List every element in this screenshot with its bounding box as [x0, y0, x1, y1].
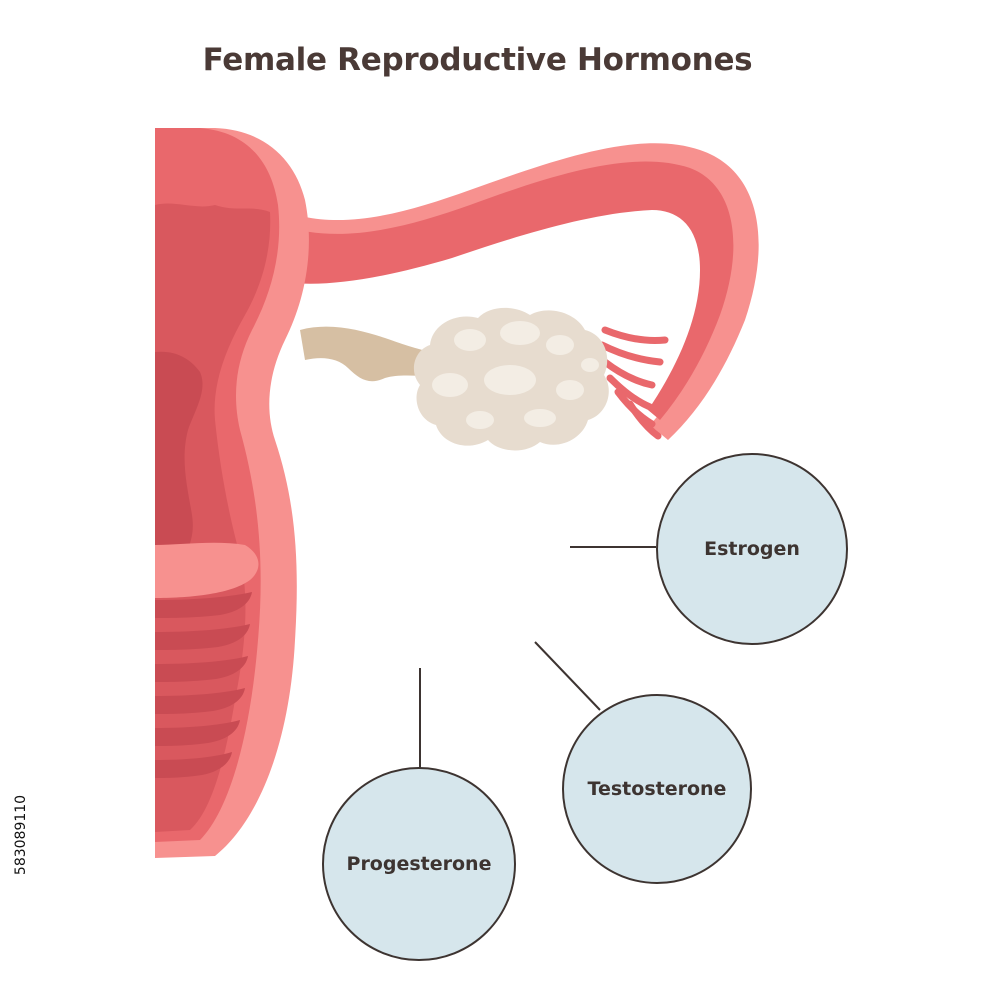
uterine-cavity: [155, 351, 203, 572]
testosterone-connector: [534, 641, 601, 711]
vaginal-rugae: [155, 592, 252, 778]
hormone-label: Testosterone: [587, 778, 727, 800]
fimbriae: [598, 326, 669, 440]
fallopian-tube-inner: [280, 161, 734, 420]
stock-id-text: 583089110: [13, 794, 30, 876]
ovarian-ligament: [300, 326, 432, 382]
cervix: [155, 542, 259, 598]
hormone-testosterone: Testosterone: [562, 694, 752, 884]
page-title: Female Reproductive Hormones: [202, 42, 753, 78]
hormone-estrogen: Estrogen: [656, 453, 848, 645]
fallopian-tube: [270, 143, 759, 440]
ovary-follicles: [432, 321, 599, 429]
stock-id: 583089110: [6, 760, 36, 910]
hormone-progesterone: Progesterone: [322, 767, 516, 961]
hormone-label: Estrogen: [704, 538, 800, 560]
hormone-label: Progesterone: [346, 853, 492, 875]
